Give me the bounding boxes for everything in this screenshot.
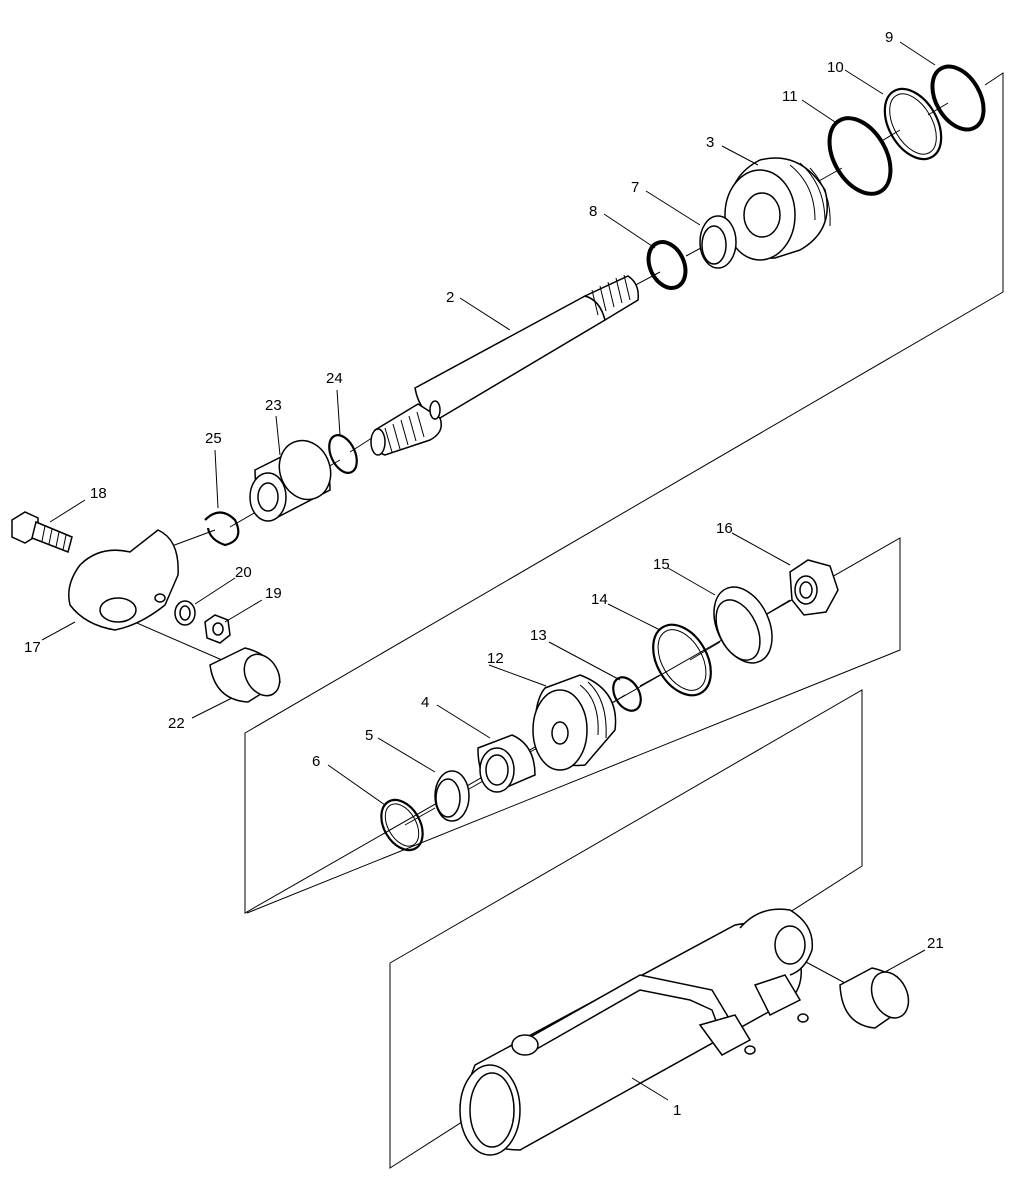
- callout-7: 7: [631, 179, 639, 196]
- callout-2: 2: [446, 289, 454, 306]
- bushing-23: [249, 439, 332, 522]
- callout-12: 12: [487, 650, 504, 667]
- callout-labels: 1 2 3 4 5 6 7 8 9 10 11 12 13 14 15 16 1…: [24, 29, 944, 1119]
- callout-3: 3: [706, 134, 714, 151]
- o-ring-6: [380, 798, 424, 852]
- backup-ring-5: [434, 770, 470, 822]
- callout-9: 9: [885, 29, 893, 46]
- cylinder-tube-1: [459, 908, 814, 1156]
- callout-10: 10: [827, 59, 844, 76]
- callout-17: 17: [24, 639, 41, 656]
- o-ring-9: [930, 64, 986, 132]
- callout-8: 8: [589, 203, 597, 220]
- callout-15: 15: [653, 556, 670, 573]
- callout-5: 5: [365, 727, 373, 744]
- rod-eye-17: [68, 529, 179, 631]
- seal-ring-7: [699, 215, 737, 269]
- o-ring-8: [646, 240, 688, 290]
- bolt-18: [11, 511, 73, 554]
- callout-1: 1: [673, 1102, 681, 1119]
- callout-23: 23: [265, 397, 282, 414]
- callout-14: 14: [591, 591, 608, 608]
- gland-nut-part: [724, 157, 831, 261]
- spacer-4: [477, 734, 536, 793]
- callout-11: 11: [782, 88, 798, 105]
- callout-22: 22: [168, 715, 185, 732]
- piston-seal-14: [652, 623, 712, 697]
- callout-13: 13: [530, 627, 547, 644]
- bushing-21: [839, 967, 910, 1029]
- axis-lines: [99, 102, 949, 991]
- callout-25: 25: [205, 430, 222, 447]
- callout-24: 24: [326, 370, 343, 387]
- washer-20: [174, 600, 196, 626]
- callout-18: 18: [90, 485, 107, 502]
- upper-assembly-frame: [244, 72, 1004, 914]
- backup-ring-10: [883, 87, 943, 161]
- lock-nut-16: [789, 559, 839, 616]
- o-ring-24: [328, 434, 358, 474]
- leader-lines: [41, 41, 936, 1101]
- piston-12: [532, 674, 617, 771]
- wear-ring-15: [713, 586, 773, 664]
- callout-4: 4: [421, 694, 429, 711]
- callout-19: 19: [265, 585, 282, 602]
- o-ring-11: [827, 116, 893, 196]
- bushing-22: [209, 647, 281, 703]
- lower-assembly-frame: [389, 689, 863, 1169]
- callout-16: 16: [716, 520, 733, 537]
- callout-6: 6: [312, 753, 320, 770]
- snap-ring-25: [204, 511, 240, 547]
- nut-19: [204, 614, 231, 644]
- callout-21: 21: [927, 935, 944, 952]
- callout-20: 20: [235, 564, 252, 581]
- piston-rod-part: [370, 274, 640, 456]
